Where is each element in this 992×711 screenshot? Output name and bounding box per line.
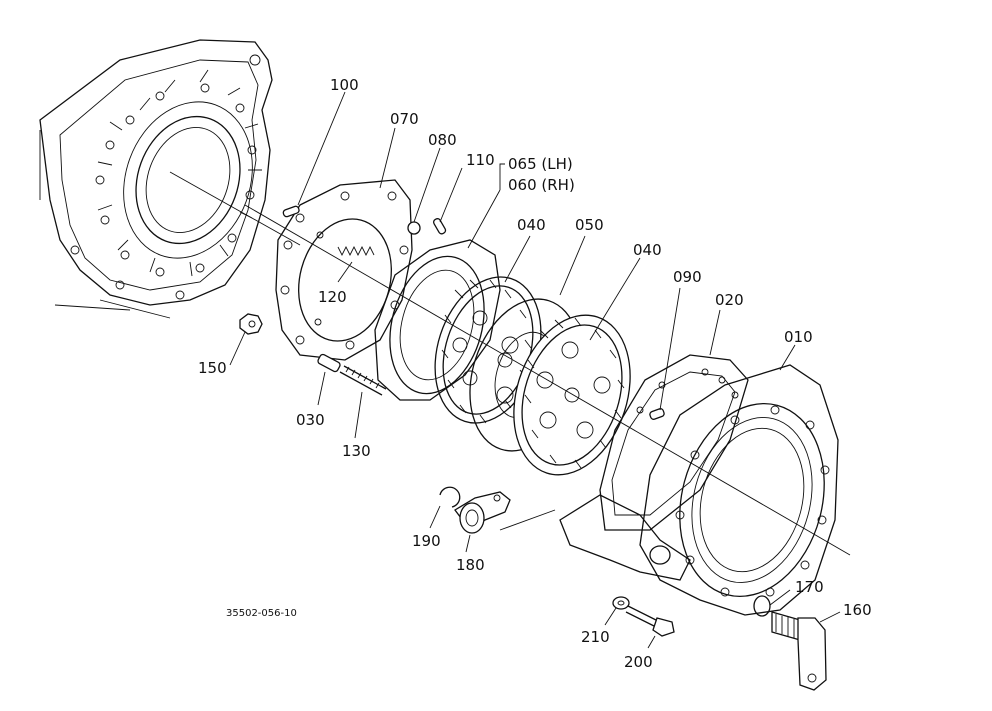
circlip-190 <box>439 486 461 508</box>
label-060: 060 (RH) <box>508 176 575 194</box>
label-190: 190 <box>412 532 441 550</box>
pin-090 <box>649 408 665 420</box>
shaft-160 <box>771 611 827 691</box>
label-090: 090 <box>673 268 702 286</box>
label-050: 050 <box>575 216 604 234</box>
washer-210 <box>612 596 630 610</box>
label-040-a: 040 <box>517 216 546 234</box>
ball-080 <box>407 221 421 235</box>
label-010: 010 <box>784 328 813 346</box>
transmission-housing <box>39 39 301 319</box>
label-150: 150 <box>198 359 227 377</box>
callout-labels: 100 070 080 110 065 (LH) 060 (RH) 040 05… <box>198 76 872 671</box>
leader-lines <box>229 91 841 649</box>
label-080: 080 <box>428 131 457 149</box>
bolt-200 <box>625 605 675 637</box>
label-020: 020 <box>715 291 744 309</box>
nut-150 <box>239 313 263 335</box>
label-210: 210 <box>581 628 610 646</box>
label-100: 100 <box>330 76 359 94</box>
label-070: 070 <box>390 110 419 128</box>
stud-130 <box>339 365 387 396</box>
brake-housing-010 <box>559 364 839 616</box>
label-180: 180 <box>456 556 485 574</box>
spring-120 <box>337 245 375 257</box>
pin-110 <box>432 218 447 235</box>
label-030: 030 <box>296 411 325 429</box>
oring-170 <box>753 595 771 617</box>
reference-code: 35502-056-10 <box>226 608 297 619</box>
dowel-030 <box>317 353 341 373</box>
label-120: 120 <box>318 288 347 306</box>
lever-180 <box>454 491 511 534</box>
pin-100 <box>282 205 300 218</box>
gasket-020 <box>599 354 749 531</box>
label-170: 170 <box>795 578 824 596</box>
label-065: 065 (LH) <box>508 155 573 173</box>
friction-disc-040b <box>513 314 631 476</box>
label-200: 200 <box>624 653 653 671</box>
label-040-b: 040 <box>633 241 662 259</box>
label-110: 110 <box>466 151 495 169</box>
label-160: 160 <box>843 601 872 619</box>
label-130: 130 <box>342 442 371 460</box>
pressure-plate-060-065 <box>374 239 501 401</box>
center-axis <box>244 204 851 556</box>
